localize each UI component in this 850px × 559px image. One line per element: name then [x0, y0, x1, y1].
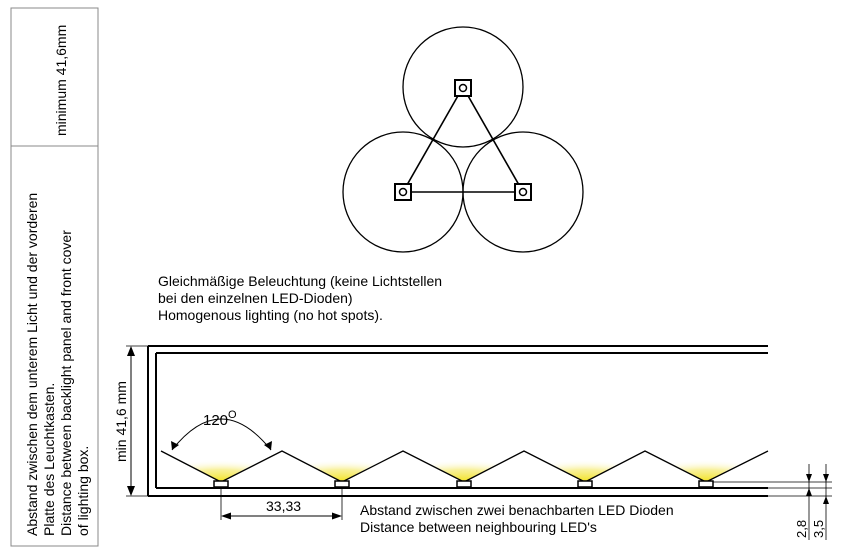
led-symbol-top [454, 79, 472, 97]
sidebar-box: minimum 41,6mm Abstand zwischen dem unte… [10, 7, 99, 547]
sidebar-line-1: Abstand zwischen dem unterem Licht und d… [24, 193, 40, 536]
spacing-dimension [220, 488, 343, 520]
circles-caption-1: Gleichmäßige Beleuchtung (keine Lichtste… [158, 273, 442, 289]
led-chip [334, 480, 350, 488]
light-cone [409, 452, 519, 482]
led-symbol-right [514, 183, 532, 201]
spacing-caption-2: Distance between neighbouring LED's [360, 519, 597, 535]
height-dimension [126, 345, 148, 497]
sidebar-line-2: Platte des Leuchtkasten. [41, 383, 57, 536]
overlap-circles [342, 26, 584, 253]
led-chip [456, 480, 472, 488]
led-chip [213, 480, 229, 488]
circle-top [402, 26, 524, 148]
led-chip [577, 480, 593, 488]
right-dimensions [713, 464, 832, 540]
circles-caption-3: Homogenous lighting (no hot spots). [158, 307, 383, 323]
light-box-section [147, 345, 768, 497]
circles-caption-2: bei den einzelnen LED-Dioden) [158, 290, 353, 306]
led-triangle [401, 85, 525, 193]
angle-dimension [171, 418, 272, 451]
light-cones [166, 452, 761, 482]
led-chip [698, 480, 714, 488]
light-cone [166, 452, 276, 482]
sidebar-line-3: Distance between backlight panel and fro… [58, 230, 74, 536]
sidebar-top-label: minimum 41,6mm [53, 25, 69, 136]
spacing-caption-1: Abstand zwischen zwei benachbarten LED D… [360, 502, 674, 518]
light-cone [287, 452, 397, 482]
dim-small-1: 2,8 [794, 520, 809, 538]
led-row [213, 480, 714, 488]
dim-small-2: 3,5 [811, 520, 826, 538]
angle-label: 120O [203, 409, 237, 429]
light-cone [530, 452, 640, 482]
light-cone [651, 452, 761, 482]
sidebar-line-4: of lighting box. [75, 446, 91, 536]
height-label: min 41,6 mm [113, 381, 129, 462]
led-symbol-left [394, 183, 412, 201]
spacing-label: 33,33 [266, 498, 301, 514]
led-symbols [394, 79, 532, 201]
